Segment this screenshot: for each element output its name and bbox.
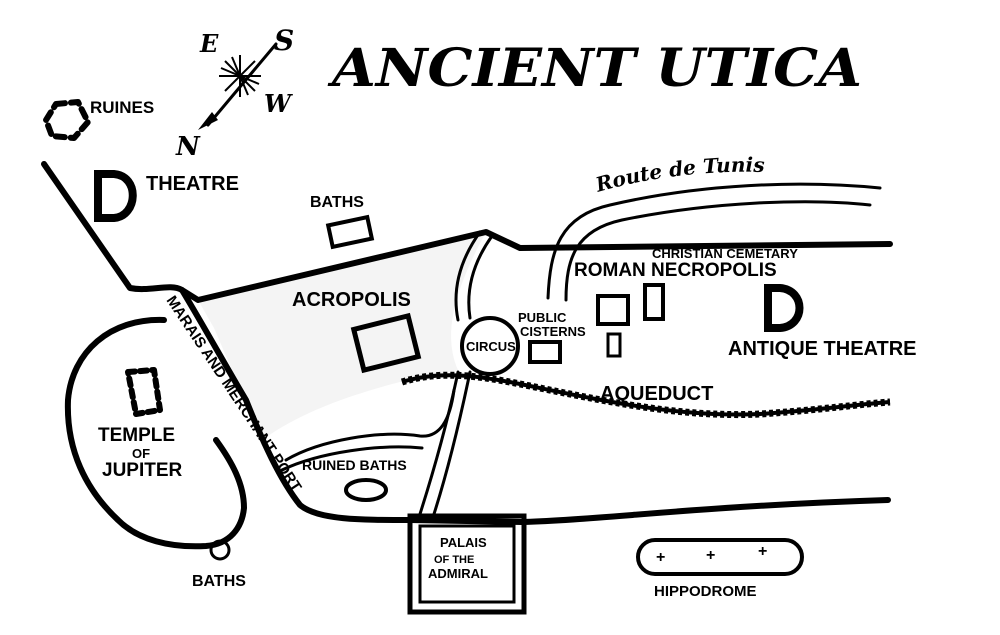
- svg-text:+: +: [706, 547, 715, 564]
- ruined-baths-building: [344, 478, 388, 502]
- city-wall: [41, 161, 893, 303]
- circus-building: [460, 316, 520, 376]
- compass-rose-icon: N E S W: [175, 24, 294, 162]
- palais-label: PALAIS: [440, 535, 487, 550]
- road-to-palais-2: [432, 370, 472, 516]
- palais-inner: [418, 524, 516, 604]
- map-title: ANCIENT UTICA: [327, 38, 862, 99]
- palais-of-the-label: OF THE: [434, 554, 474, 566]
- hippodrome-spina-markers: + + +: [656, 543, 767, 566]
- compass-w: W: [264, 89, 293, 118]
- road-circus-north: [454, 230, 482, 322]
- palais-admiral-label: ADMIRAL: [428, 566, 488, 581]
- baths-bottom-building: [209, 539, 231, 561]
- baths-top-building: [325, 214, 375, 250]
- svg-text:+: +: [758, 543, 767, 560]
- acropolis-label: ACROPOLIS: [292, 289, 411, 311]
- ruines-marker-icon: [43, 99, 91, 141]
- necropolis-tomb-3: [606, 332, 622, 358]
- cisterns-building: [528, 340, 562, 364]
- necropolis-tomb-1: [596, 294, 630, 326]
- harbour-channel: [179, 287, 891, 525]
- route-de-tunis-road: [546, 182, 882, 300]
- antique-theatre-label: ANTIQUE THEATRE: [728, 338, 917, 360]
- theatre-icon: [94, 170, 137, 222]
- route-de-tunis-road-outer: [564, 200, 872, 302]
- acropolis-building: [350, 312, 422, 374]
- temple-of-label: OF: [132, 446, 150, 461]
- antique-theatre-icon: [764, 284, 804, 332]
- temple-building: [125, 367, 163, 417]
- circus-label: CIRCUS: [466, 339, 516, 354]
- hippodrome-track: [636, 538, 804, 576]
- roman-necropolis-label: ROMAN NECROPOLIS: [574, 260, 777, 281]
- christian-cemetery-label: CHRISTIAN CEMETARY: [652, 246, 798, 261]
- baths-top-label: BATHS: [310, 194, 364, 211]
- route-label: Route de Tunis: [592, 153, 765, 197]
- aqueduct-line-core: [401, 373, 891, 417]
- road-ruined-baths: [284, 388, 456, 462]
- theatre-label: THEATRE: [146, 173, 239, 195]
- aqueduct-label: AQUEDUCT: [600, 383, 713, 405]
- ruines-label: RUINES: [90, 98, 154, 117]
- route-label-path: Route de Tunis: [592, 153, 765, 197]
- temple-label: TEMPLE: [98, 425, 175, 446]
- baths-bottom-label: BATHS: [192, 573, 246, 590]
- compass-n: N: [175, 132, 201, 162]
- cisterns-label: CISTERNS: [520, 324, 586, 339]
- road-circus-north-2: [467, 234, 494, 320]
- palais-outer: [407, 513, 527, 615]
- jupiter-label: JUPITER: [102, 460, 183, 481]
- svg-text:+: +: [656, 549, 665, 566]
- road-ruined-baths-2: [280, 445, 424, 472]
- public-label: PUBLIC: [518, 310, 567, 325]
- compass-e: E: [199, 29, 219, 58]
- compass-s: S: [274, 24, 294, 57]
- temple-enclosure: [64, 316, 247, 550]
- necropolis-tomb-2: [643, 283, 665, 321]
- ruined-baths-label: RUINED BATHS: [302, 457, 407, 473]
- hippodrome-label: HIPPODROME: [654, 583, 757, 600]
